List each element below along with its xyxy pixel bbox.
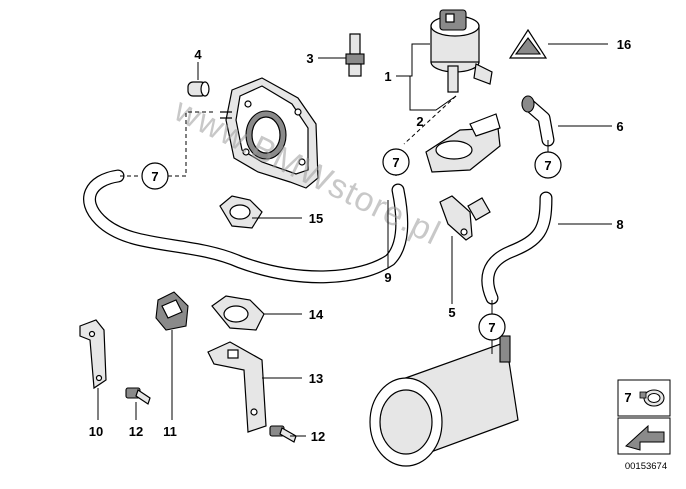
clip-part-15 [219,195,263,229]
warning-symbol-part-16 [508,28,548,59]
callout-7-bottom: 7 [478,313,506,341]
holder-part-11 [155,291,189,331]
bolt-part-12-right [269,425,297,443]
label-part-2: 2 [416,114,423,129]
callout-7-center: 7 [382,148,410,176]
label-part-5: 5 [448,305,455,320]
canister [369,335,519,467]
label-part-15: 15 [309,211,323,226]
sensor-part-3 [345,33,365,77]
bracket-part-5 [439,195,491,241]
svg-text:7: 7 [544,158,551,173]
label-part-10: 10 [89,424,103,439]
svg-text:7: 7 [488,320,495,335]
svg-text:7: 7 [151,169,158,184]
cap-part-4 [187,81,210,97]
callout-7-right: 7 [534,151,562,179]
label-part-6: 6 [616,119,623,134]
label-part-3: 3 [306,51,313,66]
diagram-number: 00153674 [625,461,667,472]
hose-part-8 [481,191,553,305]
svg-text:7: 7 [392,155,399,170]
label-part-12-left: 12 [129,424,143,439]
legend-box: 7 00153674 [617,379,671,472]
label-part-13: 13 [309,371,323,386]
label-part-1: 1 [384,69,391,84]
elbow-part-6 [521,95,555,147]
arrow-icon [624,424,665,451]
label-part-14: 14 [309,307,324,322]
svg-text:7: 7 [624,390,631,405]
label-part-11: 11 [163,424,177,439]
label-part-4: 4 [194,47,202,62]
bracket-part-2 [425,113,501,173]
leader-lines [97,43,612,437]
hose-part-9 [83,169,409,284]
label-part-8: 8 [616,217,623,232]
throttle-housing [220,77,319,189]
valve-part-1 [430,9,493,93]
label-part-16: 16 [617,37,631,52]
bracket-part-10 [79,319,107,390]
hose-clamp-icon [639,389,665,407]
clip-part-14 [211,295,265,331]
bracket-part-13 [207,341,267,433]
label-part-9: 9 [384,270,391,285]
label-part-12-right: 12 [311,429,325,444]
bolt-part-12-left [125,387,151,405]
callout-7-left: 7 [141,162,169,190]
